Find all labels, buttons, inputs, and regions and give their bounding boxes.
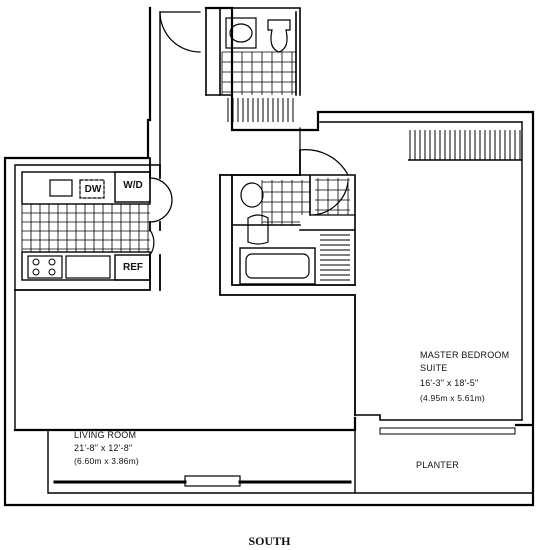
living-room-dims: 21'-8" x 12'-8" xyxy=(74,443,133,453)
bath2-walls xyxy=(231,174,356,286)
bath1-tile-floor xyxy=(221,51,296,95)
washer-dryer-label: W/D xyxy=(123,180,143,191)
bath1-sink xyxy=(225,17,257,49)
range xyxy=(27,255,63,279)
bath2-sink xyxy=(240,182,264,208)
master-bedroom-name: MASTER BEDROOM xyxy=(420,350,510,360)
bath1-bottom-wall xyxy=(205,94,233,131)
master-bedroom-name-2: SUITE xyxy=(420,363,448,373)
bathtub-inner xyxy=(245,253,310,279)
refrigerator-box xyxy=(114,254,151,281)
dishwasher-label: DW xyxy=(84,184,102,195)
living-east-wall xyxy=(219,174,356,416)
exterior-wall-inner xyxy=(14,11,161,431)
washer-dryer-box xyxy=(114,171,151,203)
closet-hatch-north xyxy=(408,130,522,161)
bath1-toilet xyxy=(267,19,291,53)
bath2-toilet xyxy=(247,214,269,245)
window-sill xyxy=(184,475,241,487)
closet-hatch-bath2 xyxy=(320,234,350,281)
master-bedroom-dims-metric: (4.95m x 5.61m) xyxy=(420,393,485,403)
closet-doors xyxy=(149,177,173,256)
refrigerator-label: REF xyxy=(123,262,143,273)
living-room-name: LIVING ROOM xyxy=(74,430,137,440)
counter-block xyxy=(65,255,111,279)
master-bedroom-dims: 16'-3" x 18'-5" xyxy=(420,378,479,388)
planter-outline xyxy=(47,429,534,494)
bath1-wall xyxy=(205,7,301,96)
planter-label: PLANTER xyxy=(416,460,459,470)
sink xyxy=(49,179,73,197)
dishwasher-box xyxy=(79,179,105,199)
orientation-label: SOUTH xyxy=(248,534,291,548)
south-wall-line xyxy=(13,416,357,432)
bedroom-south-wall xyxy=(354,414,523,421)
bathtub-outer xyxy=(239,247,316,285)
kitchen-east-wall xyxy=(149,157,161,231)
bedroom-door xyxy=(299,127,349,176)
bedroom-corridor-wall xyxy=(219,149,301,176)
living-room-dims-metric: (6.60m x 3.86m) xyxy=(74,456,139,466)
bath2-door xyxy=(309,181,356,216)
planter-rim xyxy=(379,427,516,435)
bath2-tile-floor xyxy=(261,178,350,225)
kitchen-tile-floor xyxy=(21,203,150,252)
closet-hatch-entry xyxy=(227,98,294,122)
entry-door xyxy=(159,11,201,53)
exterior-wall-outer xyxy=(3,6,535,507)
